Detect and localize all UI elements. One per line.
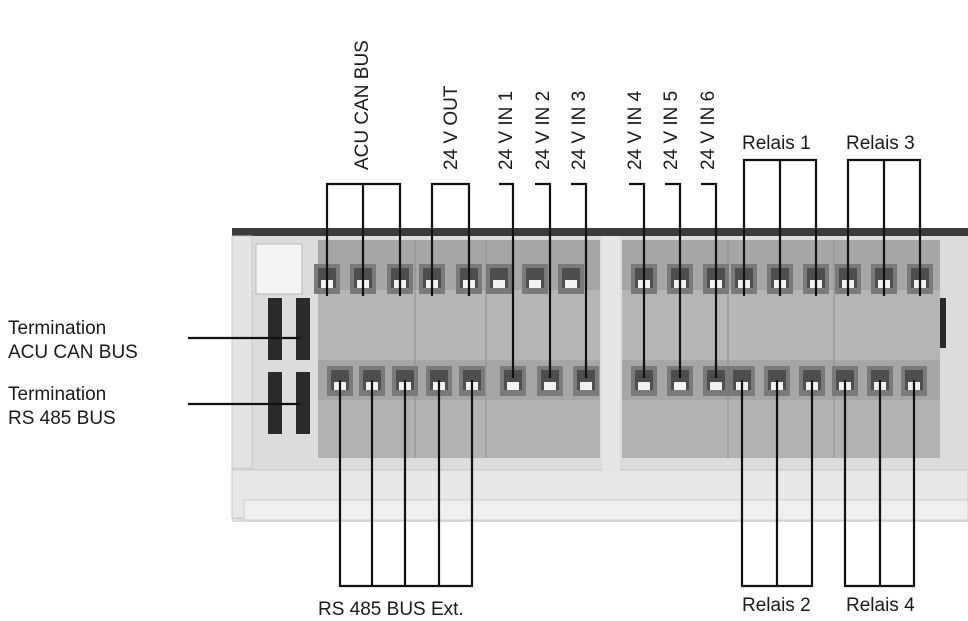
label-rs485-ext: RS 485 BUS Ext.	[318, 599, 464, 620]
label-24v-in5: 24 V IN 5	[661, 90, 682, 170]
label-relais4: Relais 4	[846, 595, 915, 616]
label-24v-in1: 24 V IN 1	[496, 90, 517, 170]
bracket-in6	[701, 182, 718, 378]
bracket-in3	[571, 182, 588, 378]
label-relais2: Relais 2	[742, 595, 811, 616]
block-separator	[602, 236, 620, 476]
label-termination-rs485-1: Termination	[8, 384, 107, 405]
label-24v-in3: 24 V IN 3	[569, 90, 590, 170]
bracket-in1	[499, 182, 515, 378]
top-terminal-8	[558, 264, 584, 294]
label-relais3: Relais 3	[846, 133, 915, 154]
label-24v-out: 24 V OUT	[441, 85, 462, 170]
label-24v-in2: 24 V IN 2	[533, 90, 554, 170]
bottom-terminal-10	[667, 366, 693, 396]
bottom-terminal-6	[500, 366, 526, 396]
bracket-24v-out	[430, 182, 471, 296]
label-termination-can-2: ACU CAN BUS	[8, 342, 138, 363]
bottom-terminal-7	[537, 366, 563, 396]
label-24v-in4: 24 V IN 4	[625, 90, 646, 170]
label-24v-in6: 24 V IN 6	[698, 90, 719, 170]
bracket-in4	[629, 182, 646, 378]
leader-lines	[188, 158, 922, 588]
bracket-in5	[665, 182, 682, 378]
label-termination-can-1: Termination	[8, 318, 107, 339]
label-relais1: Relais 1	[742, 133, 811, 154]
bracket-in2	[535, 182, 552, 378]
label-acu-can-bus: ACU CAN BUS	[352, 40, 373, 170]
top-terminal-6	[486, 264, 512, 294]
top-terminal-7	[522, 264, 548, 294]
label-termination-rs485-2: RS 485 BUS	[8, 408, 116, 429]
